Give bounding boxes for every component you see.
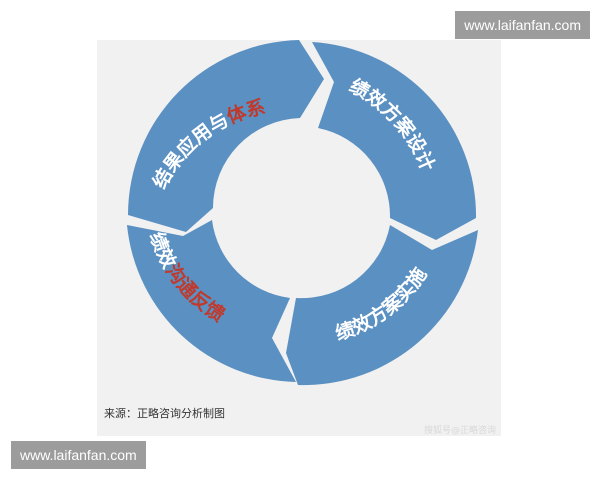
segment-top-left (128, 40, 324, 232)
source-caption: 来源：正略咨询分析制图 (104, 407, 225, 420)
segment-bottom-right (286, 225, 478, 386)
faint-watermark-text: 搜狐号@正略咨询 (423, 426, 496, 436)
watermark-top: www.laifanfan.com (455, 11, 590, 39)
segment-top-right (312, 42, 477, 240)
segment-bottom-left (127, 220, 296, 382)
watermark-bottom: www.laifanfan.com (11, 441, 146, 469)
